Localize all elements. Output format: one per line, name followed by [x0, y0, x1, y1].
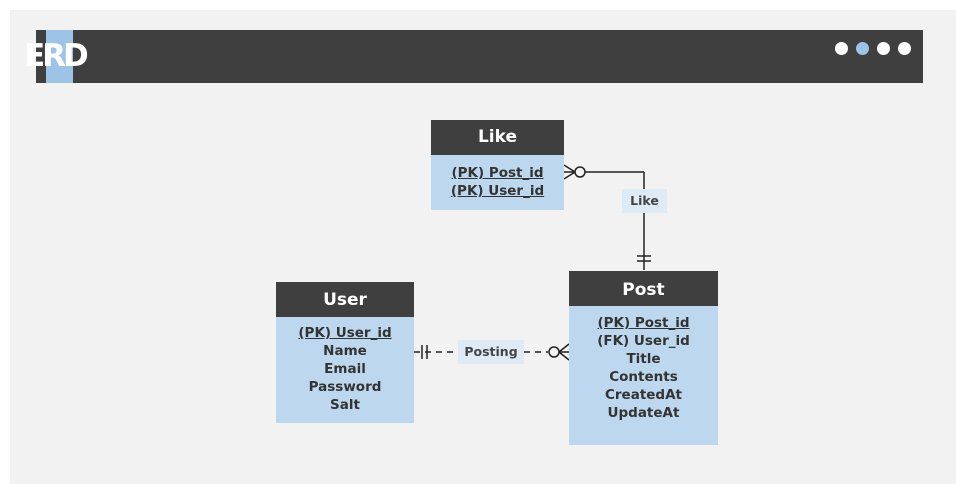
entity-like-header: Like [431, 120, 564, 155]
slide-canvas [10, 10, 956, 484]
relationship-label-posting: Posting [458, 340, 524, 364]
attribute-pk: (PK) User_id [450, 183, 545, 199]
attribute-fk: (FK) User_id [597, 333, 690, 349]
relationship-label-like: Like [622, 189, 667, 213]
entity-user-header: User [276, 282, 414, 317]
entity-like-attributes: (PK) Post_id (PK) User_id [431, 155, 564, 210]
entity-post[interactable]: Post (PK) Post_id (FK) User_id Title Con… [569, 271, 718, 445]
entity-user-attributes: (PK) User_id Name Email Password Salt [276, 317, 414, 423]
attribute: Password [308, 379, 382, 395]
pager-dot-3[interactable] [877, 42, 890, 55]
posting-zero-many-marker [548, 343, 570, 361]
attribute: CreatedAt [604, 387, 682, 403]
title-bar [36, 30, 923, 83]
attribute: Email [324, 361, 366, 377]
attribute: Contents [609, 369, 678, 385]
like-one-one-marker [637, 255, 651, 262]
pager-dot-1[interactable] [835, 42, 848, 55]
attribute-pk: (PK) User_id [298, 325, 392, 341]
attribute: Salt [330, 397, 360, 413]
entity-post-attributes: (PK) Post_id (FK) User_id Title Contents… [569, 306, 718, 445]
attribute-pk: (PK) Post_id [597, 315, 690, 331]
attribute: Name [323, 343, 367, 359]
pager-dot-2[interactable] [856, 42, 869, 55]
page-title: ERD [24, 38, 89, 74]
like-relationship-line [564, 171, 645, 270]
entity-post-header: Post [569, 271, 718, 306]
pager-dot-4[interactable] [898, 42, 911, 55]
entity-like[interactable]: Like (PK) Post_id (PK) User_id [431, 120, 564, 210]
attribute: Title [626, 351, 661, 367]
posting-one-one-marker [421, 345, 428, 359]
like-zero-many-marker [563, 164, 586, 180]
attribute-pk: (PK) Post_id [451, 165, 544, 181]
attribute: UpdateAt [607, 405, 680, 421]
pager-dots [835, 42, 911, 55]
entity-user[interactable]: User (PK) User_id Name Email Password Sa… [276, 282, 414, 423]
title-accent-block [46, 30, 73, 83]
